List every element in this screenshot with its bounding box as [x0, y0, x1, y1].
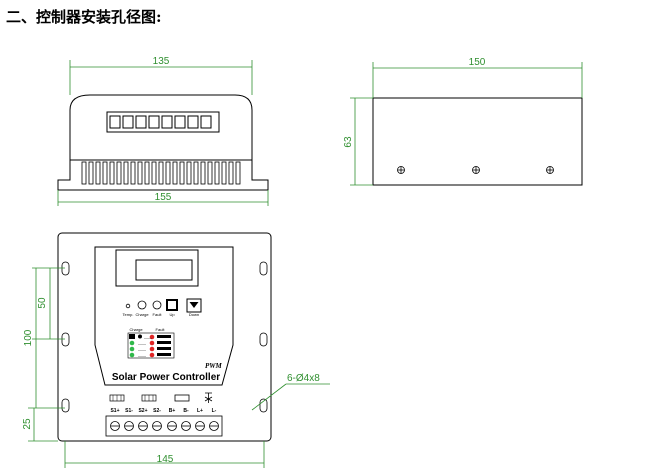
brand-label: Solar Power Controller [112, 372, 220, 383]
dim-hole-spec: 6-Ø4x8 [251, 373, 330, 411]
dim-front-145: 145 [64, 441, 265, 468]
svg-text:L+: L+ [197, 408, 203, 414]
pwm-label: PWM [205, 362, 223, 370]
mount-slots [61, 261, 268, 413]
lcd-display [115, 249, 199, 287]
svg-text:Charge: Charge [135, 312, 149, 317]
dim-side-63: 63 [343, 97, 373, 186]
dim-side-150: 150 [372, 57, 583, 98]
terminal-symbols [109, 392, 213, 403]
side-screw-2 [472, 166, 480, 174]
svg-text:B-: B- [183, 408, 189, 414]
svg-text:63: 63 [343, 136, 354, 148]
dim-front-left: 50 100 25 [22, 267, 65, 442]
svg-text:150: 150 [469, 57, 486, 68]
down-arrow-icon [189, 302, 199, 308]
svg-text:——: —— [138, 353, 146, 358]
down-button [186, 298, 202, 313]
front-view: Temp. Charge Fault Up Down Charge Fault … [57, 232, 272, 442]
svg-text:155: 155 [155, 192, 172, 203]
svg-text:135: 135 [153, 56, 170, 67]
status-indicator-table: Charge Fault —— —— —— —— [127, 327, 175, 359]
top-terminals [109, 115, 212, 129]
dim-top-135: 135 [69, 56, 253, 95]
heat-fins [81, 161, 241, 185]
temp-led [125, 303, 131, 309]
side-screw-3 [546, 166, 554, 174]
svg-text:S2+: S2+ [138, 408, 147, 414]
svg-text:Charge: Charge [129, 327, 143, 332]
svg-text:——: —— [144, 335, 152, 340]
svg-text:Temp.: Temp. [123, 312, 134, 317]
svg-text:Up: Up [169, 312, 175, 317]
dim-bottom-155: 155 [57, 190, 269, 206]
svg-text:Fault: Fault [156, 327, 166, 332]
svg-text:25: 25 [22, 418, 33, 430]
svg-text:6-Ø4x8: 6-Ø4x8 [287, 373, 320, 384]
svg-text:L-: L- [212, 408, 217, 414]
charge-led [137, 300, 147, 310]
svg-text:——: —— [138, 341, 146, 346]
svg-text:Fault: Fault [153, 312, 163, 317]
svg-text:Down: Down [189, 312, 199, 317]
svg-text:——: —— [138, 347, 146, 352]
fault-led [152, 300, 162, 310]
page-title: 二、控制器安装孔径图: [6, 8, 162, 26]
svg-text:100: 100 [23, 329, 34, 346]
svg-text:50: 50 [37, 297, 48, 309]
side-view [372, 97, 583, 186]
front-terminal-block [105, 415, 223, 437]
top-view [57, 94, 269, 191]
svg-text:S1+: S1+ [110, 408, 119, 414]
svg-text:145: 145 [157, 454, 174, 465]
svg-text:B+: B+ [169, 408, 176, 414]
svg-text:S1-: S1- [125, 408, 133, 414]
side-screw-1 [397, 166, 405, 174]
svg-text:S2-: S2- [153, 408, 161, 414]
